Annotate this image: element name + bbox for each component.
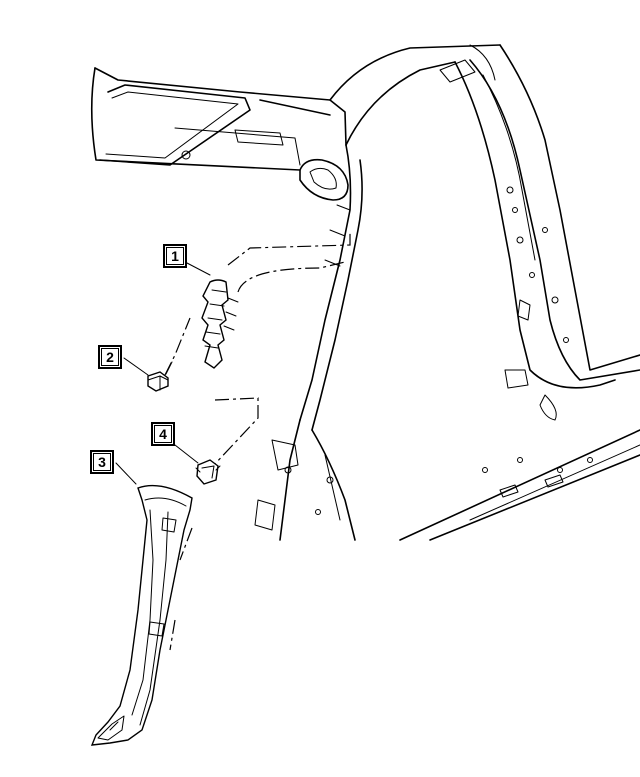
callout-3-label: 3 (93, 453, 111, 471)
callout-1-label: 1 (166, 247, 184, 265)
callout-2-label: 2 (101, 348, 119, 366)
callout-4: 4 (151, 422, 175, 446)
retainer-clip (195, 459, 221, 485)
assembly-lines (164, 230, 351, 651)
callout-4-label: 4 (154, 425, 172, 443)
roof-rail (329, 44, 501, 146)
b-pillar-trim-panel (90, 484, 193, 746)
leader-lines (115, 262, 211, 485)
roof-headliner (90, 67, 347, 171)
callout-1: 1 (163, 244, 187, 268)
b-pillar-body (454, 44, 640, 421)
rocker-panel (254, 419, 640, 541)
seat-belt-height-adjuster (201, 279, 239, 369)
callout-3: 3 (90, 450, 114, 474)
callout-2: 2 (98, 345, 122, 369)
grab-handle-bezel (299, 158, 349, 201)
bolt (147, 361, 173, 392)
a-pillar-inner (299, 144, 363, 431)
